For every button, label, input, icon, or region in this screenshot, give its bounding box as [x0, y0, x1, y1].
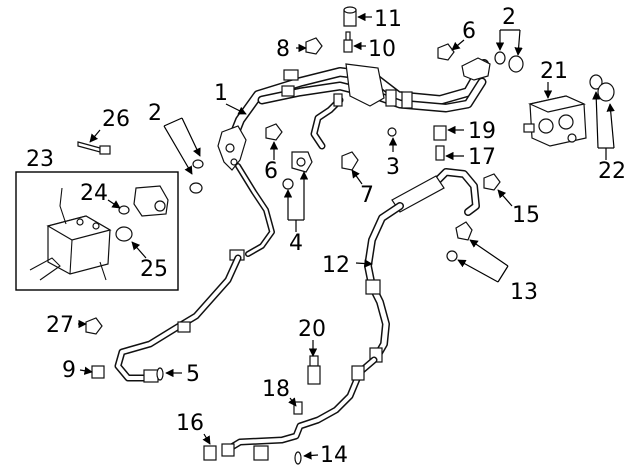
callout-14: 14 [320, 443, 348, 468]
callout-21: 21 [540, 59, 568, 84]
callout-26: 26 [102, 107, 130, 132]
callout-6-top: 6 [462, 19, 476, 44]
callout-2-left: 2 [148, 101, 162, 126]
callout-13: 13 [510, 280, 538, 305]
callout-7: 7 [360, 183, 374, 208]
callout-2-top: 2 [502, 5, 516, 30]
callout-12: 12 [322, 253, 350, 278]
callout-27: 27 [46, 313, 74, 338]
callout-11: 11 [374, 7, 402, 32]
liquid-line-center [221, 168, 480, 461]
callout-15: 15 [512, 203, 540, 228]
accumulator-assembly [29, 185, 169, 281]
callout-1: 1 [214, 81, 228, 106]
o-rings-22 [589, 74, 615, 102]
expansion-valve [523, 95, 587, 147]
callout-labels: 1 2 2 2 3 4 5 6 6 7 8 9 10 11 12 13 14 1… [26, 5, 626, 468]
callout-25: 25 [140, 257, 168, 282]
bolt-26 [77, 141, 111, 155]
callout-24: 24 [80, 181, 108, 206]
callout-9: 9 [62, 358, 76, 383]
callout-17: 17 [468, 145, 496, 170]
callout-18: 18 [262, 377, 290, 402]
detail-box-23 [15, 171, 179, 291]
callout-4: 4 [289, 231, 303, 256]
callout-22: 22 [598, 159, 626, 184]
leader-lines [78, 12, 615, 460]
callout-20: 20 [298, 317, 326, 342]
callout-19: 19 [468, 119, 496, 144]
callout-23: 23 [26, 147, 54, 172]
callout-3: 3 [386, 155, 400, 180]
callout-10: 10 [368, 37, 396, 62]
o-rings-2-top [494, 51, 524, 73]
callout-8: 8 [276, 37, 290, 62]
callout-6-left: 6 [264, 159, 278, 184]
callout-5: 5 [186, 362, 200, 387]
callout-16: 16 [176, 411, 204, 436]
